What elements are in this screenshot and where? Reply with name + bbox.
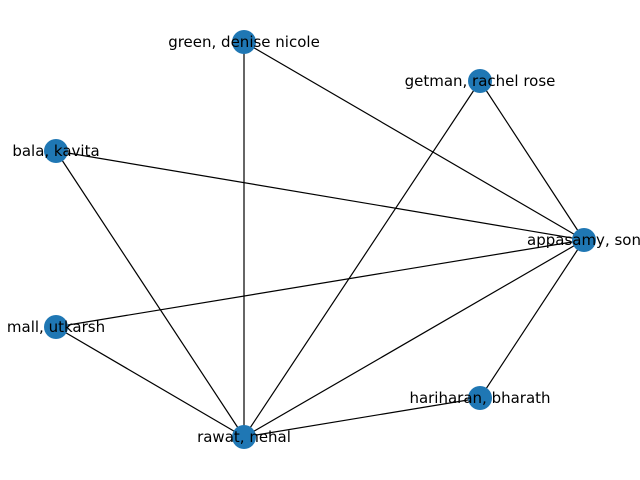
edges-layer: [55, 41, 585, 438]
node-small: [44, 315, 68, 339]
node-label-rawat: rawat, nehal: [197, 428, 291, 446]
edge-appasamy-hariharan: [479, 239, 585, 399]
edge-hariharan-rawat: [243, 397, 481, 438]
nodes-layer: [44, 30, 596, 449]
node-appasamy: [572, 228, 596, 252]
node-getman: [468, 69, 492, 93]
node-rawat: [232, 425, 256, 449]
node-label-appasamy: appasamy, son: [527, 231, 640, 249]
labels-layer: green, denise nicole getman, rachel rose b…: [7, 33, 640, 446]
node-label-green: green, denise nicole: [168, 33, 320, 51]
node-green: [232, 30, 256, 54]
edge-getman-appasamy: [479, 80, 585, 241]
edge-small-appasamy: [55, 239, 585, 328]
edge-bala-appasamy: [55, 150, 585, 241]
node-bala: [44, 139, 68, 163]
node-label-bala: bala, kavita: [12, 142, 99, 160]
edge-getman-rawat: [243, 80, 481, 438]
node-label-small: mall, utkarsh: [7, 318, 105, 336]
edge-appasamy-rawat: [243, 239, 585, 438]
edge-bala-rawat: [55, 150, 245, 438]
node-hariharan: [468, 386, 492, 410]
node-label-getman: getman, rachel rose: [405, 72, 556, 90]
node-label-hariharan: hariharan, bharath: [409, 389, 550, 407]
edge-green-appasamy: [243, 41, 585, 241]
edge-small-rawat: [55, 326, 245, 438]
